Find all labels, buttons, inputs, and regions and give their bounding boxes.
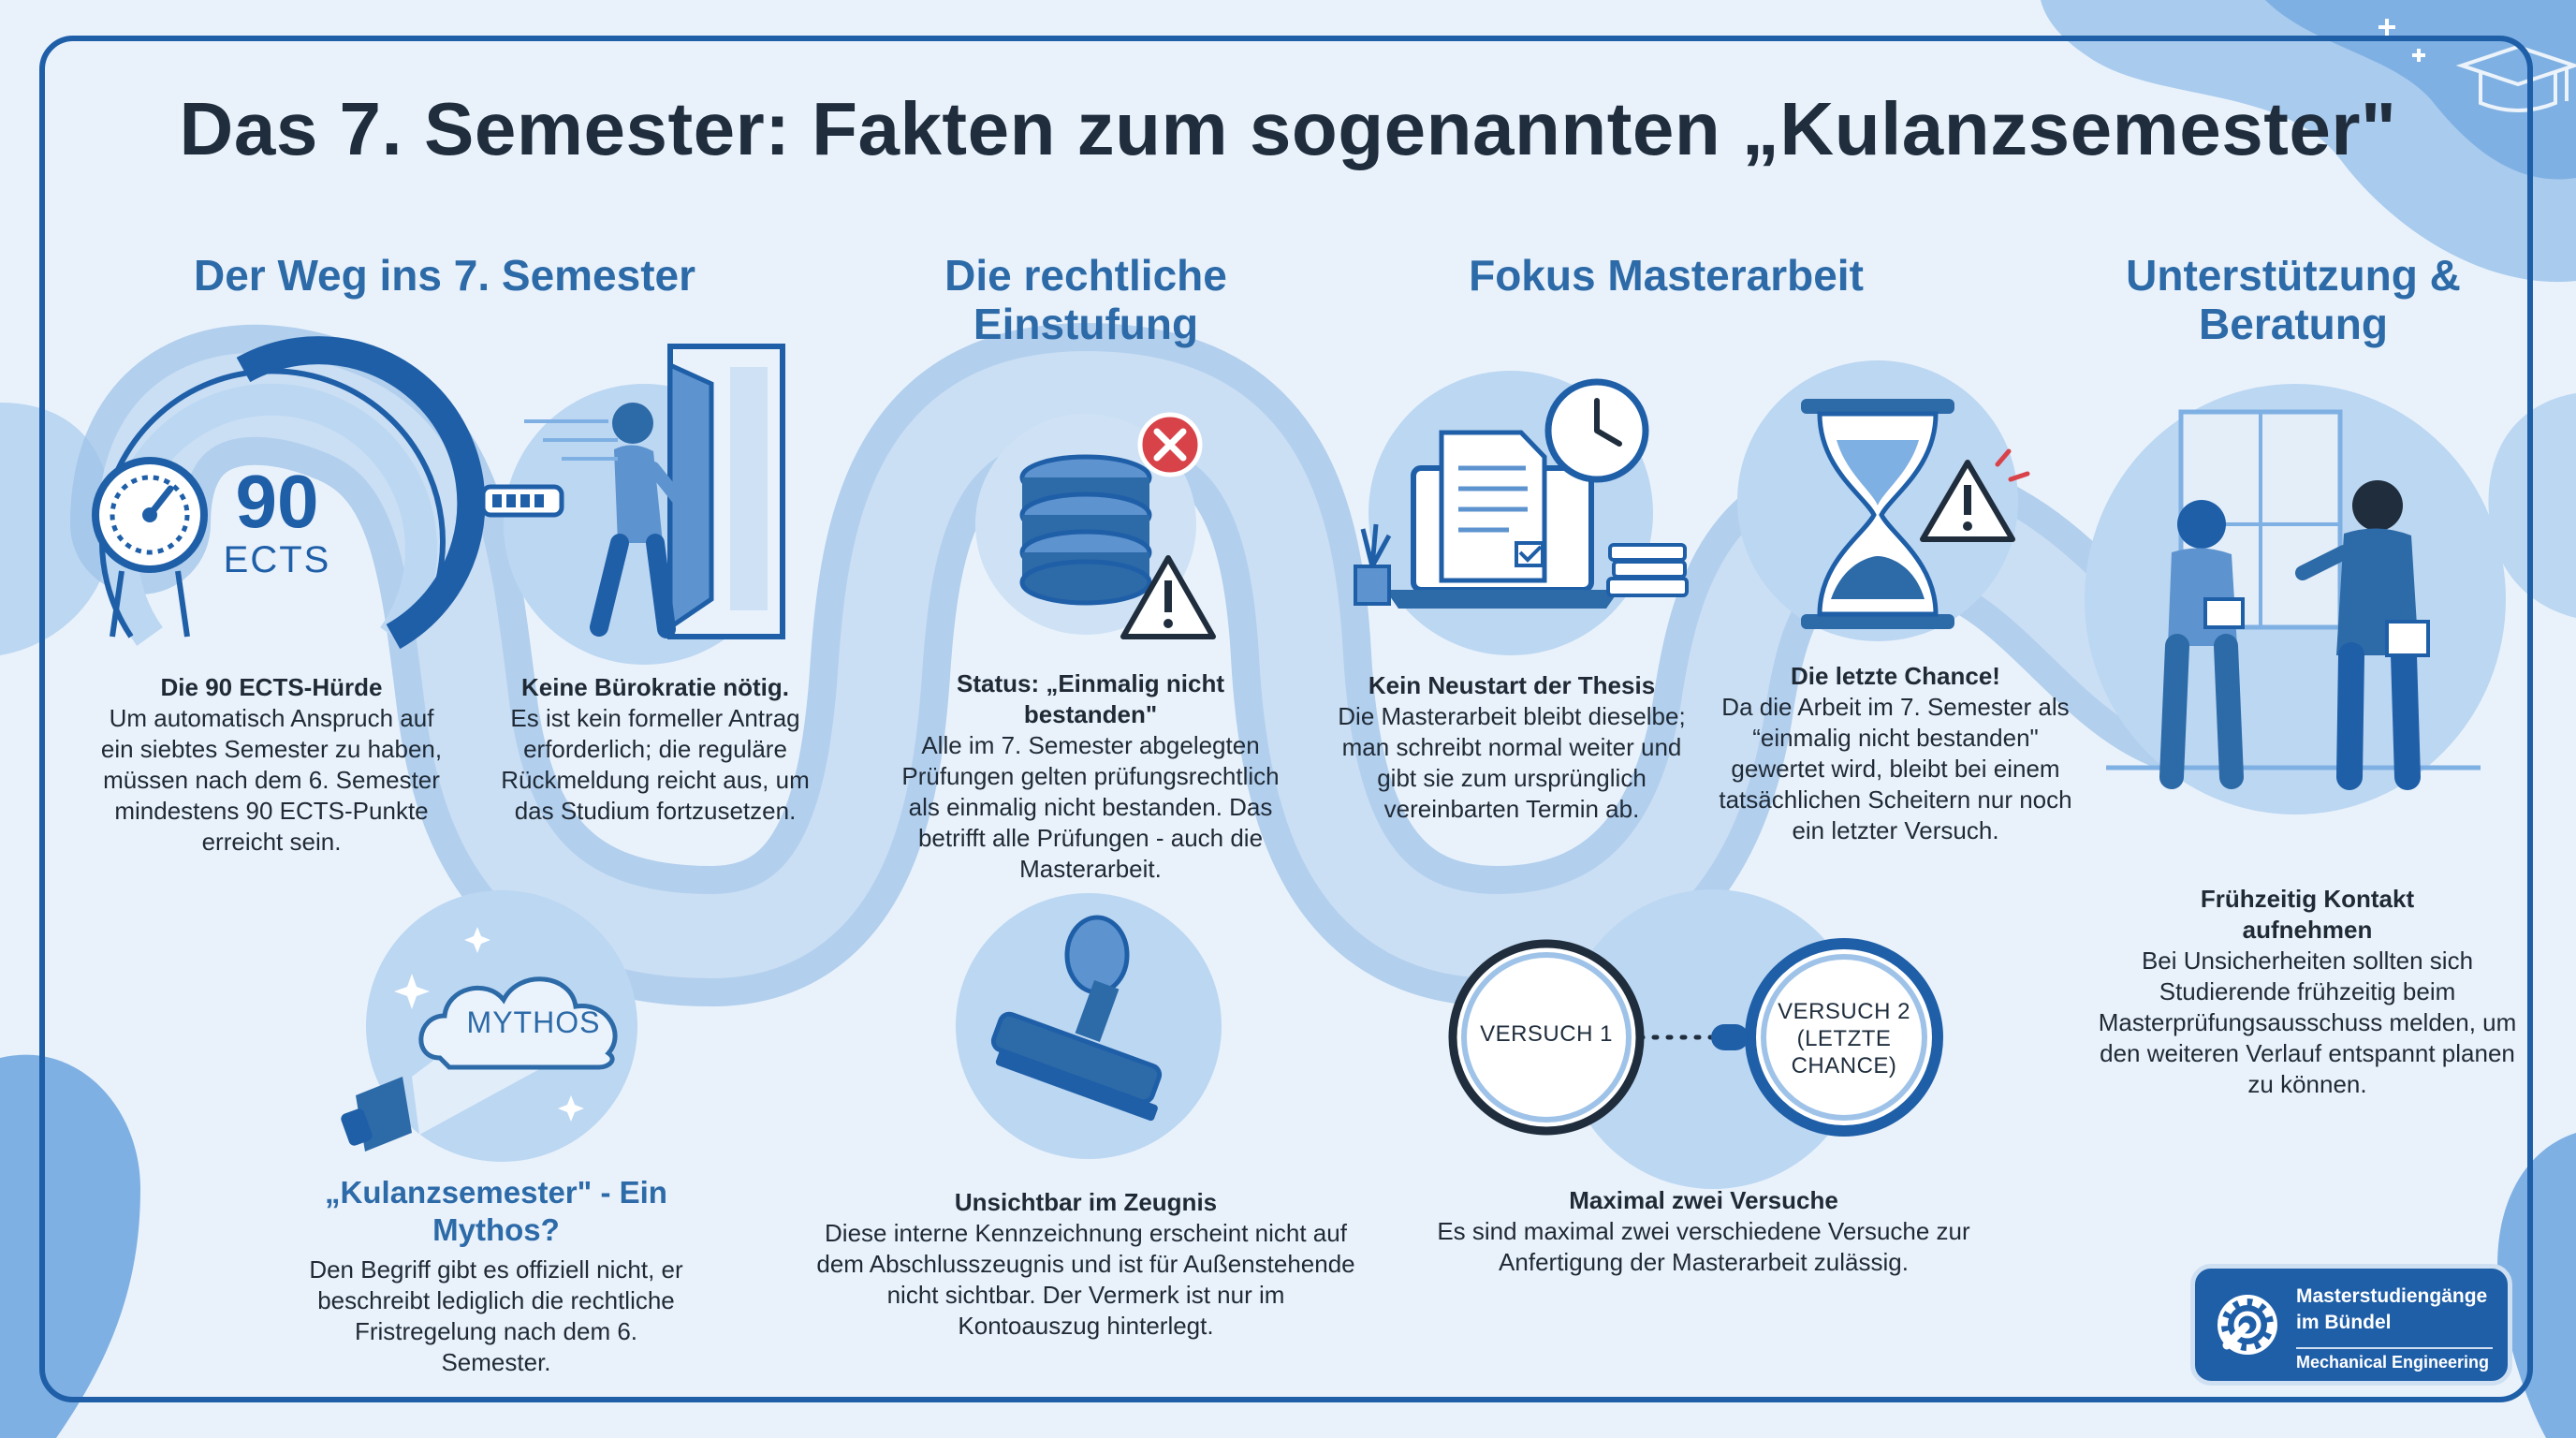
logo-badge: Masterstudiengänge im Bündel Mechanical … [2190, 1264, 2512, 1386]
ring-label-second: VERSUCH 2 (LETZTE CHANCE) [1778, 999, 1910, 1078]
document-icon [1439, 430, 1547, 583]
clock-icon [1544, 378, 1649, 483]
content-frame [39, 36, 2533, 1402]
page-title: Das 7. Semester: Fakten zum sogenannten … [179, 87, 2397, 170]
cloud-label: MYTHOS [466, 1005, 601, 1039]
corner-blob-top-right-inner [2265, 0, 2576, 180]
plant-icon [1354, 523, 1392, 606]
text-block-versuche: Maximal zwei Versuche Es sind maximal zw… [1423, 1185, 1984, 1278]
text-block-buerokratie: Keine Bürokratie nötig. Es ist kein form… [487, 672, 824, 827]
logo-line-2: Mechanical Engineering [2296, 1347, 2493, 1372]
walking-person-icon [590, 403, 690, 638]
logo-line-1: Masterstudiengänge im Bündel [2296, 1285, 2488, 1333]
warning-triangle-icon [1120, 555, 1216, 639]
block-body: Alle im 7. Semester abgelegten Prüfungen… [901, 731, 1280, 883]
block-body: Da die Arbeit im 7. Semester als “einmal… [1719, 693, 2072, 844]
block-body: Bei Unsicherheiten sollten sich Studiere… [2098, 946, 2517, 1098]
block-title: Frühzeitig Kontakt aufnehmen [2200, 885, 2415, 944]
gauge-arc-fill [236, 336, 486, 650]
text-block-ects: Die 90 ECTS-Hürde Um automatisch Anspruc… [94, 672, 449, 858]
block-title: Keine Bürokratie nötig. [520, 673, 790, 701]
block-body: Um automatisch Anspruch auf ein siebtes … [100, 704, 443, 856]
block-title: Die letzte Chance! [1791, 662, 2000, 690]
text-block-mythos: „Kulanzsemester" - Ein Mythos? Den Begri… [309, 1174, 683, 1378]
heading-der-weg: Der Weg ins 7. Semester [193, 251, 696, 300]
heading-unterstuetzung: Unterstützung & Beratung [2126, 251, 2461, 348]
heading-fokus-masterarbeit: Fokus Masterarbeit [1469, 251, 1864, 300]
block-title: „Kulanzsemester" - Ein Mythos? [325, 1175, 667, 1247]
text-block-status: Status: „Einmalig nicht bestanden" Alle … [889, 668, 1292, 885]
block-title: Die 90 ECTS-Hürde [160, 673, 383, 701]
gear-wrench-icon [2217, 1295, 2277, 1355]
error-x-icon [1137, 412, 1203, 477]
heading-rechtliche-einstufung: Die rechtliche Einstufung [944, 251, 1227, 348]
stamp-icon [990, 915, 1163, 1122]
block-title: Maximal zwei Versuche [1569, 1186, 1838, 1214]
text-block-chance: Die letzte Chance! Da die Arbeit im 7. S… [1713, 661, 2078, 846]
block-body: Es ist kein formeller Antrag erforderlic… [501, 704, 810, 825]
rings-chain-icon [1448, 938, 1943, 1137]
progress-bar-icon [480, 419, 618, 518]
block-body: Den Begriff gibt es offiziell nicht, er … [309, 1255, 683, 1376]
block-body: Es sind maximal zwei verschiedene Versuc… [1437, 1217, 1970, 1276]
corner-blob-bottom-left [0, 1054, 140, 1438]
plus-sparkle-icons [2378, 19, 2425, 62]
hourglass-icon [1801, 399, 1954, 629]
warning-triangle-icon-2 [1920, 448, 2030, 542]
sparkle-icons [394, 927, 584, 1122]
block-title: Unsichtbar im Zeugnis [954, 1188, 1218, 1216]
corner-blob-bottom-right [2497, 1133, 2576, 1438]
speedometer-icon [92, 457, 208, 638]
person-woman-icon [2159, 500, 2245, 789]
door-icon [667, 344, 785, 639]
database-icon [1019, 454, 1152, 606]
text-block-kontakt: Frühzeitig Kontakt aufnehmen Bei Unsiche… [2097, 884, 2518, 1100]
books-icon [1606, 543, 1689, 597]
text-block-thesis: Kein Neustart der Thesis Die Masterarbei… [1329, 670, 1694, 825]
block-body: Die Masterarbeit bleibt dieselbe; man sc… [1338, 702, 1686, 823]
cloud-icon [418, 976, 618, 1070]
block-body: Diese interne Kennzeichnung erscheint ni… [816, 1219, 1355, 1340]
person-man-icon [2295, 480, 2430, 790]
text-block-zeugnis: Unsichtbar im Zeugnis Diese interne Kenn… [814, 1187, 1357, 1342]
gauge-number: 90 [235, 460, 319, 543]
ring-label-first: VERSUCH 1 [1480, 1021, 1613, 1047]
gauge-unit: ECTS [223, 539, 331, 580]
block-title: Kein Neustart der Thesis [1368, 671, 1656, 699]
block-title: Status: „Einmalig nicht bestanden" [956, 669, 1225, 728]
